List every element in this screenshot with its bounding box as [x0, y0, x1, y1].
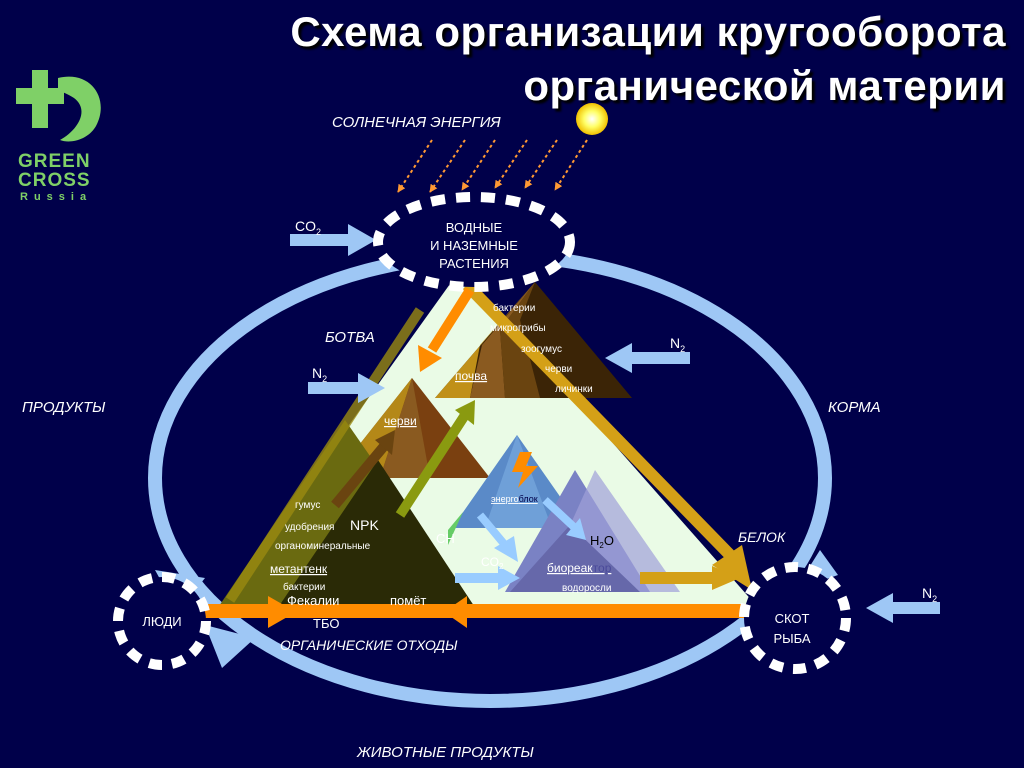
feces-label: Фекалии	[287, 593, 339, 608]
title-line-2: органической материи	[523, 62, 1006, 109]
sun-icon	[576, 103, 608, 135]
logo-green: GREEN	[18, 151, 91, 172]
people-node	[113, 572, 211, 670]
n2-livestock-label: N2	[922, 585, 937, 604]
npk-label: NPK	[350, 517, 379, 533]
n2-left-label: N2	[312, 365, 327, 384]
energy-block-label: энергоблок	[491, 494, 538, 504]
solar-energy-label: СОЛНЕЧНАЯ ЭНЕРГИЯ	[332, 114, 501, 131]
msw-label: ТБО	[313, 616, 339, 631]
plants-line-3: РАСТЕНИЯ	[439, 256, 509, 271]
cycle-arrow-head-bottom	[205, 625, 255, 668]
organic-waste-label: ОРГАНИЧЕСКИЕ ОТХОДЫ	[280, 637, 458, 653]
livestock-node	[739, 562, 851, 674]
people-label: ЛЮДИ	[142, 614, 181, 629]
co2-left-arrow	[290, 224, 376, 256]
title-line-1: Схема организации кругооборота	[290, 8, 1006, 55]
worms-small-label: черви	[545, 364, 572, 375]
bacteria2-label: бактерии	[283, 581, 325, 593]
bacteria-label: бактерии	[493, 302, 535, 314]
n2-soil-label: N2	[670, 335, 685, 354]
livestock-line-1: СКОТ	[775, 611, 810, 626]
ch-label: СН	[436, 531, 455, 546]
n2-soil-arrow	[605, 343, 690, 373]
plants-line-2: И НАЗЕМНЫЕ	[430, 238, 518, 253]
animal-products-label: ЖИВОТНЫЕ ПРОДУКТЫ	[356, 744, 534, 761]
bioreactor-label: биореактор	[547, 561, 612, 575]
co2-mid-label: CO2	[481, 555, 504, 571]
botva-label: БОТВА	[325, 329, 375, 346]
n2-left-arrow	[308, 373, 385, 403]
methane-tank-label: метантенк	[270, 562, 328, 576]
logo-cross: CROSS	[18, 170, 91, 191]
algae-label: водоросли	[562, 583, 611, 594]
plants-line-1: ВОДНЫЕ	[446, 220, 503, 235]
larvae-label: личинки	[555, 384, 593, 395]
logo-russia: Russia	[20, 191, 92, 203]
humus-label: гумус	[295, 500, 320, 511]
organic-waste-bar	[200, 604, 748, 618]
n2-livestock-arrow	[866, 593, 940, 623]
plants-node	[373, 192, 575, 292]
microfungi-label: микрогрибы	[490, 322, 546, 334]
feed-label: КОРМА	[828, 399, 881, 416]
livestock-line-2: РЫБА	[773, 631, 810, 646]
green-cross-logo	[16, 70, 101, 142]
lightning-icon	[512, 452, 538, 488]
solar-rays	[397, 139, 588, 193]
products-label: ПРОДУКТЫ	[22, 399, 106, 416]
co2-left-label: CO2	[295, 218, 321, 237]
protein-label: БЕЛОК	[738, 529, 786, 545]
zoohumus-label: зоогумус	[521, 344, 562, 355]
soil-label: почва	[455, 369, 487, 383]
fertilizers-label: удобрения	[285, 521, 334, 533]
manure-label: помёт	[390, 593, 426, 608]
co2-bioreactor-arrow	[455, 566, 520, 590]
organomineral-label: органоминеральные	[275, 541, 371, 552]
worms-label: черви	[384, 414, 417, 428]
h2o-label: Н2О	[590, 533, 614, 550]
